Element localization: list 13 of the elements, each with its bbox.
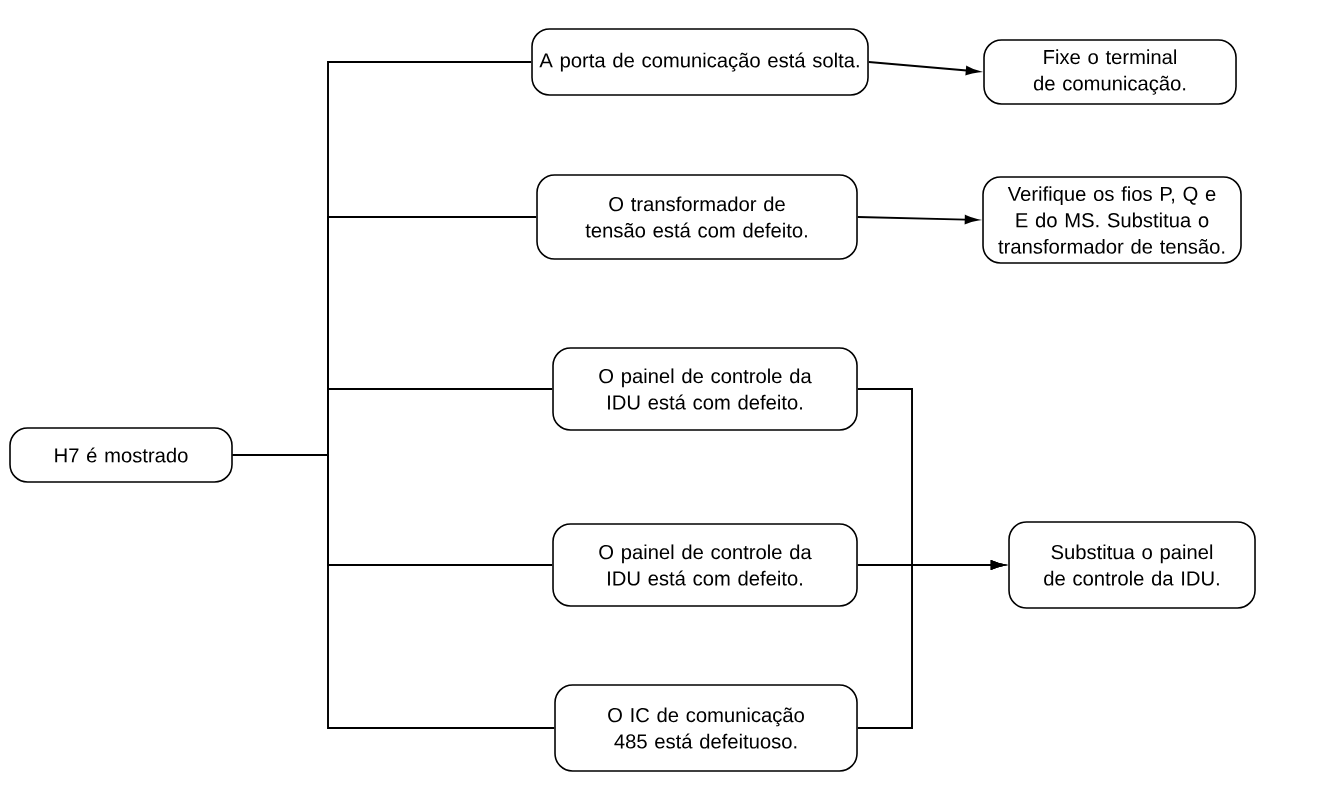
process-box: O painel de controle da IDU está com defeito. xyxy=(552,347,858,431)
process-box: Verifique os fios P, Q e E do MS. Substitua o transformador de tensão. xyxy=(982,176,1242,264)
process-box: Substitua o painel de controle da IDU. xyxy=(1008,521,1256,609)
connector xyxy=(856,560,1005,729)
process-box: A porta de comunicação está solta. xyxy=(531,28,869,96)
connector xyxy=(867,61,980,76)
connector xyxy=(231,454,556,729)
process-box: O transformador de tensão está com defeito. xyxy=(536,174,858,260)
process-box: O IC de comunicação 485 está defeituoso. xyxy=(554,684,858,772)
process-box: Fixe o terminal de comunicação. xyxy=(983,39,1237,105)
process-box: O painel de controle da IDU está com defeito. xyxy=(552,523,858,607)
connector xyxy=(856,215,979,225)
start-box: H7 é mostrado xyxy=(9,427,233,483)
